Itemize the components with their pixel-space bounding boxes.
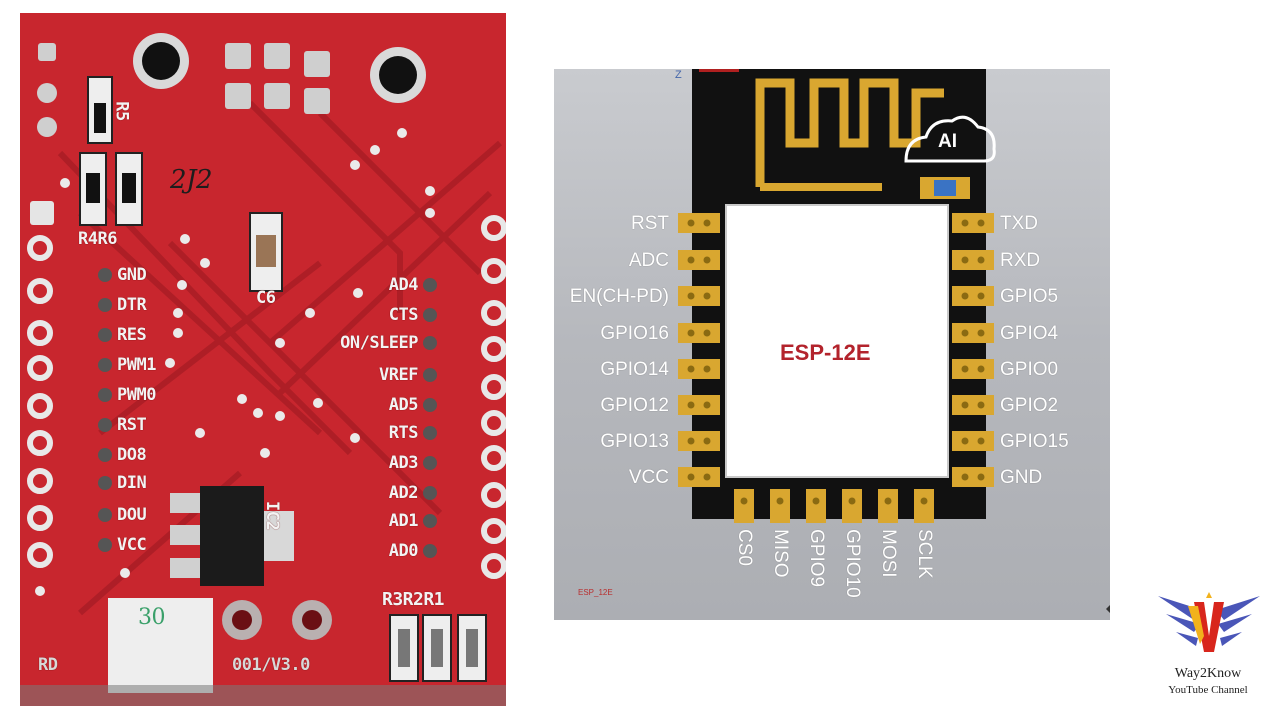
pin-label: RTS [388,423,419,443]
pin-label: DOU [117,505,147,525]
pin-label-left: GPIO14 [600,359,669,380]
way2know-logo-icon [1158,592,1260,652]
pin-label: RST [117,415,147,435]
capacitor-label-c6: C6 [256,288,276,308]
pin-label: PWM0 [117,385,156,405]
pin-label-right: GPIO5 [1000,286,1059,307]
pin-label-left: EN(CH-PD) [569,286,669,307]
pin-label: CTS [388,305,419,325]
pin-label: ON/SLEEP [340,333,418,353]
pin-label-right: GPIO15 [1000,431,1069,452]
pin-label-right: GPIO4 [1000,323,1059,344]
pin-label-left: GPIO12 [600,395,669,416]
pin-label-left: ADC [628,250,669,271]
chip-name: ESP-12E [780,340,871,365]
handwritten-note: 2J2 [170,165,213,195]
pin-label: GND [117,265,147,285]
pin-label-right: RXD [1000,250,1041,271]
pin-label: DO8 [117,445,147,465]
pin-label: VREF [379,365,418,385]
pin-label: AD3 [388,453,419,473]
bottom-resistor-labels: R3R2R1 [382,589,445,610]
pin-label-bottom: GPIO10 [842,529,863,598]
pin-label: DTR [117,295,147,315]
pin-label-right: TXD [1000,213,1038,234]
board-version-text: 001/V3.0 [232,655,310,675]
pin-label: AD5 [388,395,419,415]
cloud-logo-text: AI [938,131,957,152]
pcb-photo: 2J2 R5 R4R6 C6 GND DTR RES PWM1 PWM0 RST… [20,13,506,706]
brand-subtitle: YouTube Channel [1168,684,1248,696]
esp12e-pinout-diagram: Z AI ESP-12E RST ADC EN(CH-PD) GPIO16 GP… [554,69,1110,620]
pin-label-left: RST [631,213,669,234]
pin-label: AD1 [388,511,419,531]
brand-logo [1158,592,1260,664]
pin-label-left: GPIO13 [600,431,669,452]
pin-label-bottom: MISO [770,529,791,578]
pin-label-left: GPIO16 [600,323,669,344]
pin-label: AD4 [388,275,419,295]
module-artwork [678,69,1110,613]
corner-mark: Z [675,69,682,81]
ic-label: IC2 [262,501,282,531]
footer-label: ESP_12E [578,588,613,597]
pin-label: AD0 [388,541,419,561]
board-text-left: RD [38,655,58,675]
pin-label: DIN [117,473,147,493]
resistor-label-r5: R5 [111,101,132,121]
pin-label: PWM1 [117,355,156,375]
pin-label: RES [117,325,147,345]
pin-label-left: VCC [628,467,669,488]
pin-label-right: GPIO0 [1000,359,1059,380]
pin-label-bottom: SCLK [914,529,935,579]
resistor-label-r4r6: R4R6 [78,229,117,249]
pin-label-right: GPIO2 [1000,395,1059,416]
pin-label-bottom: GPIO9 [806,529,827,588]
brand-name: Way2Know [1174,666,1242,681]
pin-label-bottom: CS0 [734,529,755,566]
sticker-text: 30 [138,605,166,630]
pin-label: AD2 [388,483,419,503]
pin-label-bottom: MOSI [878,529,899,578]
pin-label-right: GND [1000,467,1043,488]
pcb-artwork [20,33,506,706]
pin-label: VCC [117,535,147,555]
